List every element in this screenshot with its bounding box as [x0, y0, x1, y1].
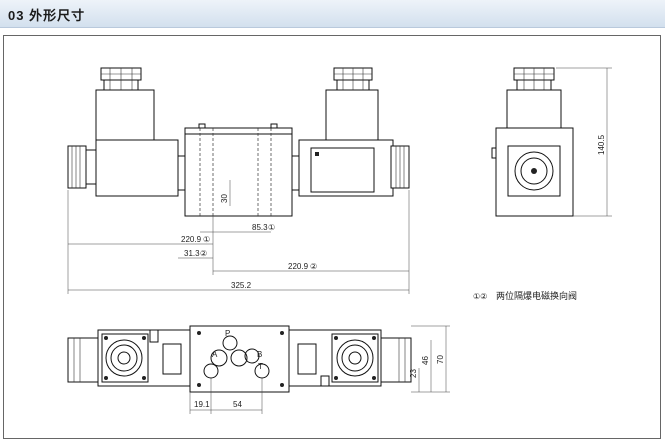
section-header: 03 外形尺寸 — [0, 0, 665, 28]
top-valve-block — [189, 325, 290, 393]
dim-31-3-label: 31.3 — [184, 249, 200, 258]
legend-marks: ①② — [473, 292, 487, 301]
dim-46-label: 46 — [421, 356, 430, 365]
drawing-frame — [3, 35, 661, 439]
front-view: 30 85.3 ① 220.9 ① 31.3 ② 220.9 ② 325.2 — [67, 67, 410, 294]
section-title: 03 外形尺寸 — [8, 8, 86, 23]
dim-31-3-mark: ② — [200, 249, 207, 258]
left-manual-override — [67, 145, 87, 189]
dim-30-label: 30 — [220, 194, 229, 203]
dim-325-2-label: 325.2 — [231, 281, 252, 290]
port-a-label: A — [212, 350, 218, 359]
side-view: 140.5 — [491, 67, 612, 217]
top-left-override — [67, 337, 99, 383]
side-solenoid-housing — [506, 89, 562, 129]
legend-text: 两位隔爆电磁换向阀 — [496, 290, 577, 301]
left-solenoid-housing — [95, 89, 155, 141]
right-solenoid-housing — [325, 89, 379, 141]
port-p-label: P — [225, 329, 230, 338]
port-t-label: T — [258, 362, 263, 371]
dim-140-5-label: 140.5 — [597, 134, 606, 155]
dim-220-9-1-label: 220.9 — [181, 235, 202, 244]
left-coil-body — [95, 139, 179, 197]
dim-70-label: 70 — [436, 355, 445, 364]
dim-85-3-label: 85.3 — [252, 223, 268, 232]
dim-220-9-2-mark: ② — [310, 262, 317, 271]
left-end-cap — [85, 149, 97, 185]
top-right-override — [380, 337, 412, 383]
legend: ①② 两位隔爆电磁换向阀 — [473, 290, 577, 301]
port-b-label: B — [257, 350, 262, 359]
valve-block — [184, 127, 293, 217]
dim-23-label: 23 — [409, 369, 418, 378]
dim-220-9-1-mark: ① — [203, 235, 210, 244]
dim-19-1-label: 19.1 — [194, 400, 210, 409]
dim-54-label: 54 — [233, 400, 242, 409]
dim-220-9-2-label: 220.9 — [288, 262, 309, 271]
top-view: P A B T 19.1 54 — [67, 325, 450, 414]
dim-85-3-mark: ① — [268, 223, 275, 232]
nameplate — [310, 147, 375, 193]
